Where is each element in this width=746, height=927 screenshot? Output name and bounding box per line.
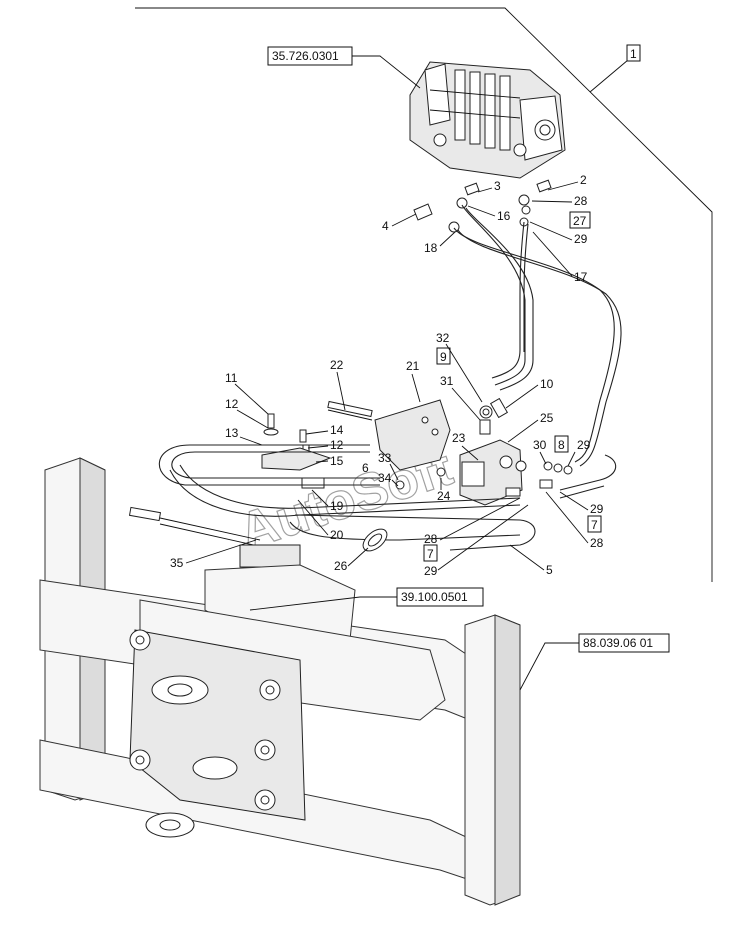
callout-4: 4 [382,219,389,233]
callout-20: 20 [330,528,344,542]
hitch-assembly [129,629,306,838]
assembly-outline [135,7,713,582]
callout-12-mid: 12 [330,438,344,452]
callout-29-lower-right: 29 [590,502,604,516]
callout-10: 10 [540,377,554,391]
callout-28-top: 28 [574,194,588,208]
box-item-8: 8 [558,438,565,452]
valve-fittings [413,179,552,233]
hose-clip [362,528,388,552]
callout-15: 15 [330,454,344,468]
ref-frame: 39.100.0501 [401,590,468,604]
auxiliary-valve [436,397,573,506]
callout-14: 14 [330,423,344,437]
hydraulic-hoses-upper [453,204,622,467]
callout-5: 5 [546,563,553,577]
hydraulic-cylinder [128,506,301,568]
callout-11: 11 [225,371,238,385]
callout-33: 33 [378,451,392,465]
ref-hitch: 88.039.06 01 [583,636,653,650]
callout-13: 13 [225,426,239,440]
control-valve-block [409,61,566,179]
callout-12-top: 12 [225,397,239,411]
callout-21: 21 [406,359,420,373]
box-item-1: 1 [630,47,637,61]
callout-16: 16 [497,209,511,223]
box-item-27: 27 [573,214,587,228]
reference-labels: 35.726.0301 39.100.0501 88.039.06 01 [249,46,670,691]
callout-29-top: 29 [574,232,588,246]
callout-6: 6 [362,461,369,475]
box-item-7-left: 7 [427,547,434,561]
callout-18: 18 [424,241,438,255]
callout-26: 26 [334,559,348,573]
callout-29-left: 29 [424,564,438,578]
callout-30: 30 [533,438,547,452]
box-item-7-right: 7 [591,518,598,532]
callout-32: 32 [436,331,450,345]
callout-3: 3 [494,179,501,193]
callout-31: 31 [440,374,454,388]
callout-34: 34 [378,471,392,485]
callout-35: 35 [170,556,184,570]
callout-24: 24 [437,489,451,503]
callout-25: 25 [540,411,554,425]
mounting-bracket [327,399,451,471]
callout-17: 17 [574,270,588,284]
callout-19: 19 [330,499,344,513]
callout-28-lower-right: 28 [590,536,604,550]
callout-labels: 2 3 4 16 18 28 29 17 32 31 10 21 22 25 2… [170,173,604,578]
callout-29-right: 29 [577,438,591,452]
callout-22: 22 [330,358,344,372]
ref-valve-block: 35.726.0301 [272,49,339,63]
boxed-item-labels: 1 27 9 8 7 7 [423,44,641,562]
hydraulic-hoses-lower [158,444,617,551]
callout-2: 2 [580,173,587,187]
callout-23: 23 [452,431,466,445]
callout-28-left: 28 [424,532,438,546]
box-item-9: 9 [440,350,447,364]
